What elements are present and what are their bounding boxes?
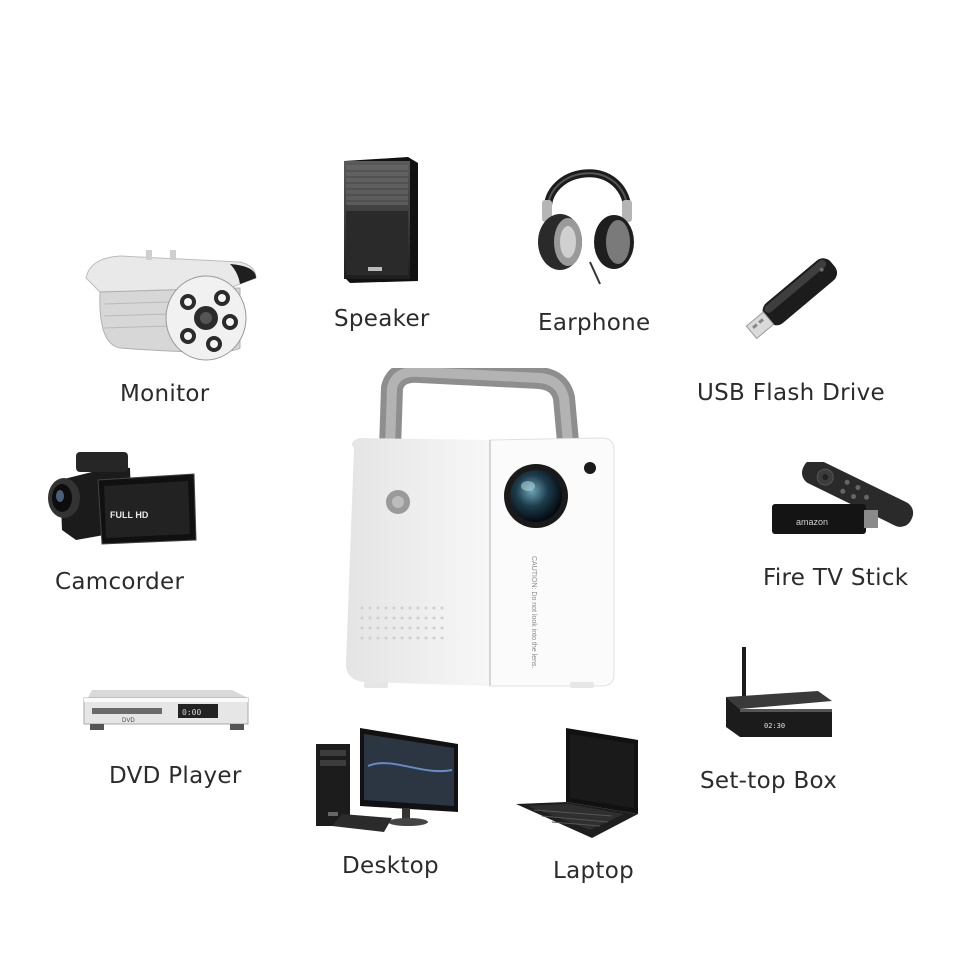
earphone-image <box>530 150 640 290</box>
label-fire-tv-stick: Fire TV Stick <box>763 565 909 591</box>
desktop-image <box>312 726 462 836</box>
monitor-camera-image <box>80 248 260 363</box>
speaker-image <box>340 155 422 285</box>
fire-tv-brand: amazon <box>796 517 828 527</box>
label-speaker: Speaker <box>334 306 430 332</box>
dvd-time-display: 0:00 <box>182 708 201 717</box>
dvd-player-image: 0:00 DVD <box>82 688 252 734</box>
label-set-top-box: Set-top Box <box>700 768 838 794</box>
label-laptop: Laptop <box>553 858 634 884</box>
usb-flash-drive-image <box>740 236 852 354</box>
camcorder-image: FULL HD <box>46 444 198 548</box>
label-camcorder: Camcorder <box>55 569 185 595</box>
camcorder-badge: FULL HD <box>110 510 149 520</box>
set-top-time-display: 02:30 <box>764 722 785 730</box>
label-dvd-player: DVD Player <box>109 763 242 789</box>
set-top-box-image: 02:30 <box>722 645 834 745</box>
laptop-image <box>512 722 642 842</box>
label-monitor: Monitor <box>120 381 210 407</box>
projector-caution-text: CAUTION: Do not look into the lens. <box>530 556 537 668</box>
label-earphone: Earphone <box>538 310 651 336</box>
label-desktop: Desktop <box>342 853 439 879</box>
fire-tv-stick-image: amazon <box>768 462 922 542</box>
label-usb-flash-drive: USB Flash Drive <box>697 380 885 406</box>
projector-image: CAUTION: Do not look into the lens. <box>340 368 620 690</box>
dvd-brand: DVD <box>122 718 135 724</box>
